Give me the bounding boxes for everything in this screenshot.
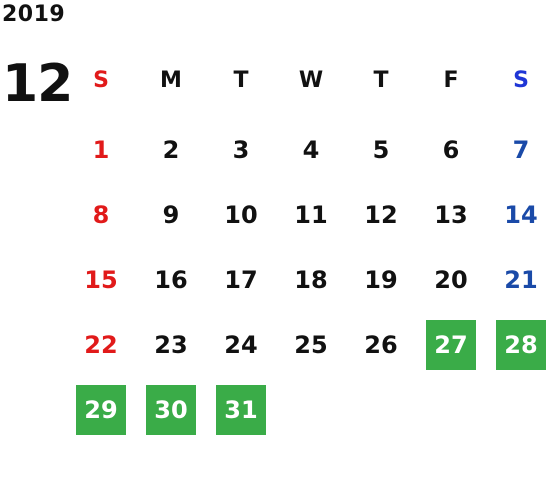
weekday-header-sat: S bbox=[513, 67, 529, 93]
day-cell[interactable]: 25 bbox=[294, 331, 328, 359]
day-cell[interactable]: 9 bbox=[162, 201, 180, 229]
day-cell[interactable]: 15 bbox=[84, 266, 118, 294]
day-cell[interactable]: 23 bbox=[154, 331, 188, 359]
day-cell[interactable]: 21 bbox=[504, 266, 538, 294]
day-cell[interactable]: 17 bbox=[224, 266, 258, 294]
day-cell[interactable]: 24 bbox=[224, 331, 258, 359]
day-cell[interactable]: 8 bbox=[92, 201, 110, 229]
day-cell[interactable]: 3 bbox=[232, 136, 250, 164]
weekday-header-mon: M bbox=[160, 67, 182, 93]
day-cell[interactable]: 22 bbox=[84, 331, 118, 359]
day-cell[interactable]: 16 bbox=[154, 266, 188, 294]
day-cell[interactable]: 26 bbox=[364, 331, 398, 359]
day-cell[interactable]: 18 bbox=[294, 266, 328, 294]
day-cell[interactable]: 4 bbox=[302, 136, 320, 164]
day-cell[interactable]: 6 bbox=[442, 136, 460, 164]
day-cell[interactable]: 11 bbox=[294, 201, 328, 229]
day-cell-highlighted[interactable]: 31 bbox=[216, 385, 266, 435]
weekday-header-wed: W bbox=[298, 67, 324, 93]
weekday-header-tue: T bbox=[233, 67, 249, 93]
day-cell-highlighted[interactable]: 27 bbox=[426, 320, 476, 370]
day-cell-highlighted[interactable]: 28 bbox=[496, 320, 546, 370]
year-label: 2019 bbox=[2, 2, 66, 27]
day-cell[interactable]: 10 bbox=[224, 201, 258, 229]
day-cell-highlighted[interactable]: 29 bbox=[76, 385, 126, 435]
day-cell[interactable]: 5 bbox=[372, 136, 390, 164]
day-cell[interactable]: 20 bbox=[434, 266, 468, 294]
day-cell[interactable]: 14 bbox=[504, 201, 538, 229]
day-cell[interactable]: 19 bbox=[364, 266, 398, 294]
day-cell[interactable]: 12 bbox=[364, 201, 398, 229]
day-cell[interactable]: 13 bbox=[434, 201, 468, 229]
weekday-header-thu: T bbox=[373, 67, 389, 93]
weekday-header-fri: F bbox=[443, 67, 459, 93]
day-cell-highlighted[interactable]: 30 bbox=[146, 385, 196, 435]
weekday-header-sun: S bbox=[93, 67, 109, 93]
month-number: 12 bbox=[2, 54, 73, 114]
day-cell[interactable]: 7 bbox=[512, 136, 530, 164]
day-cell[interactable]: 1 bbox=[92, 136, 110, 164]
day-cell[interactable]: 2 bbox=[162, 136, 180, 164]
